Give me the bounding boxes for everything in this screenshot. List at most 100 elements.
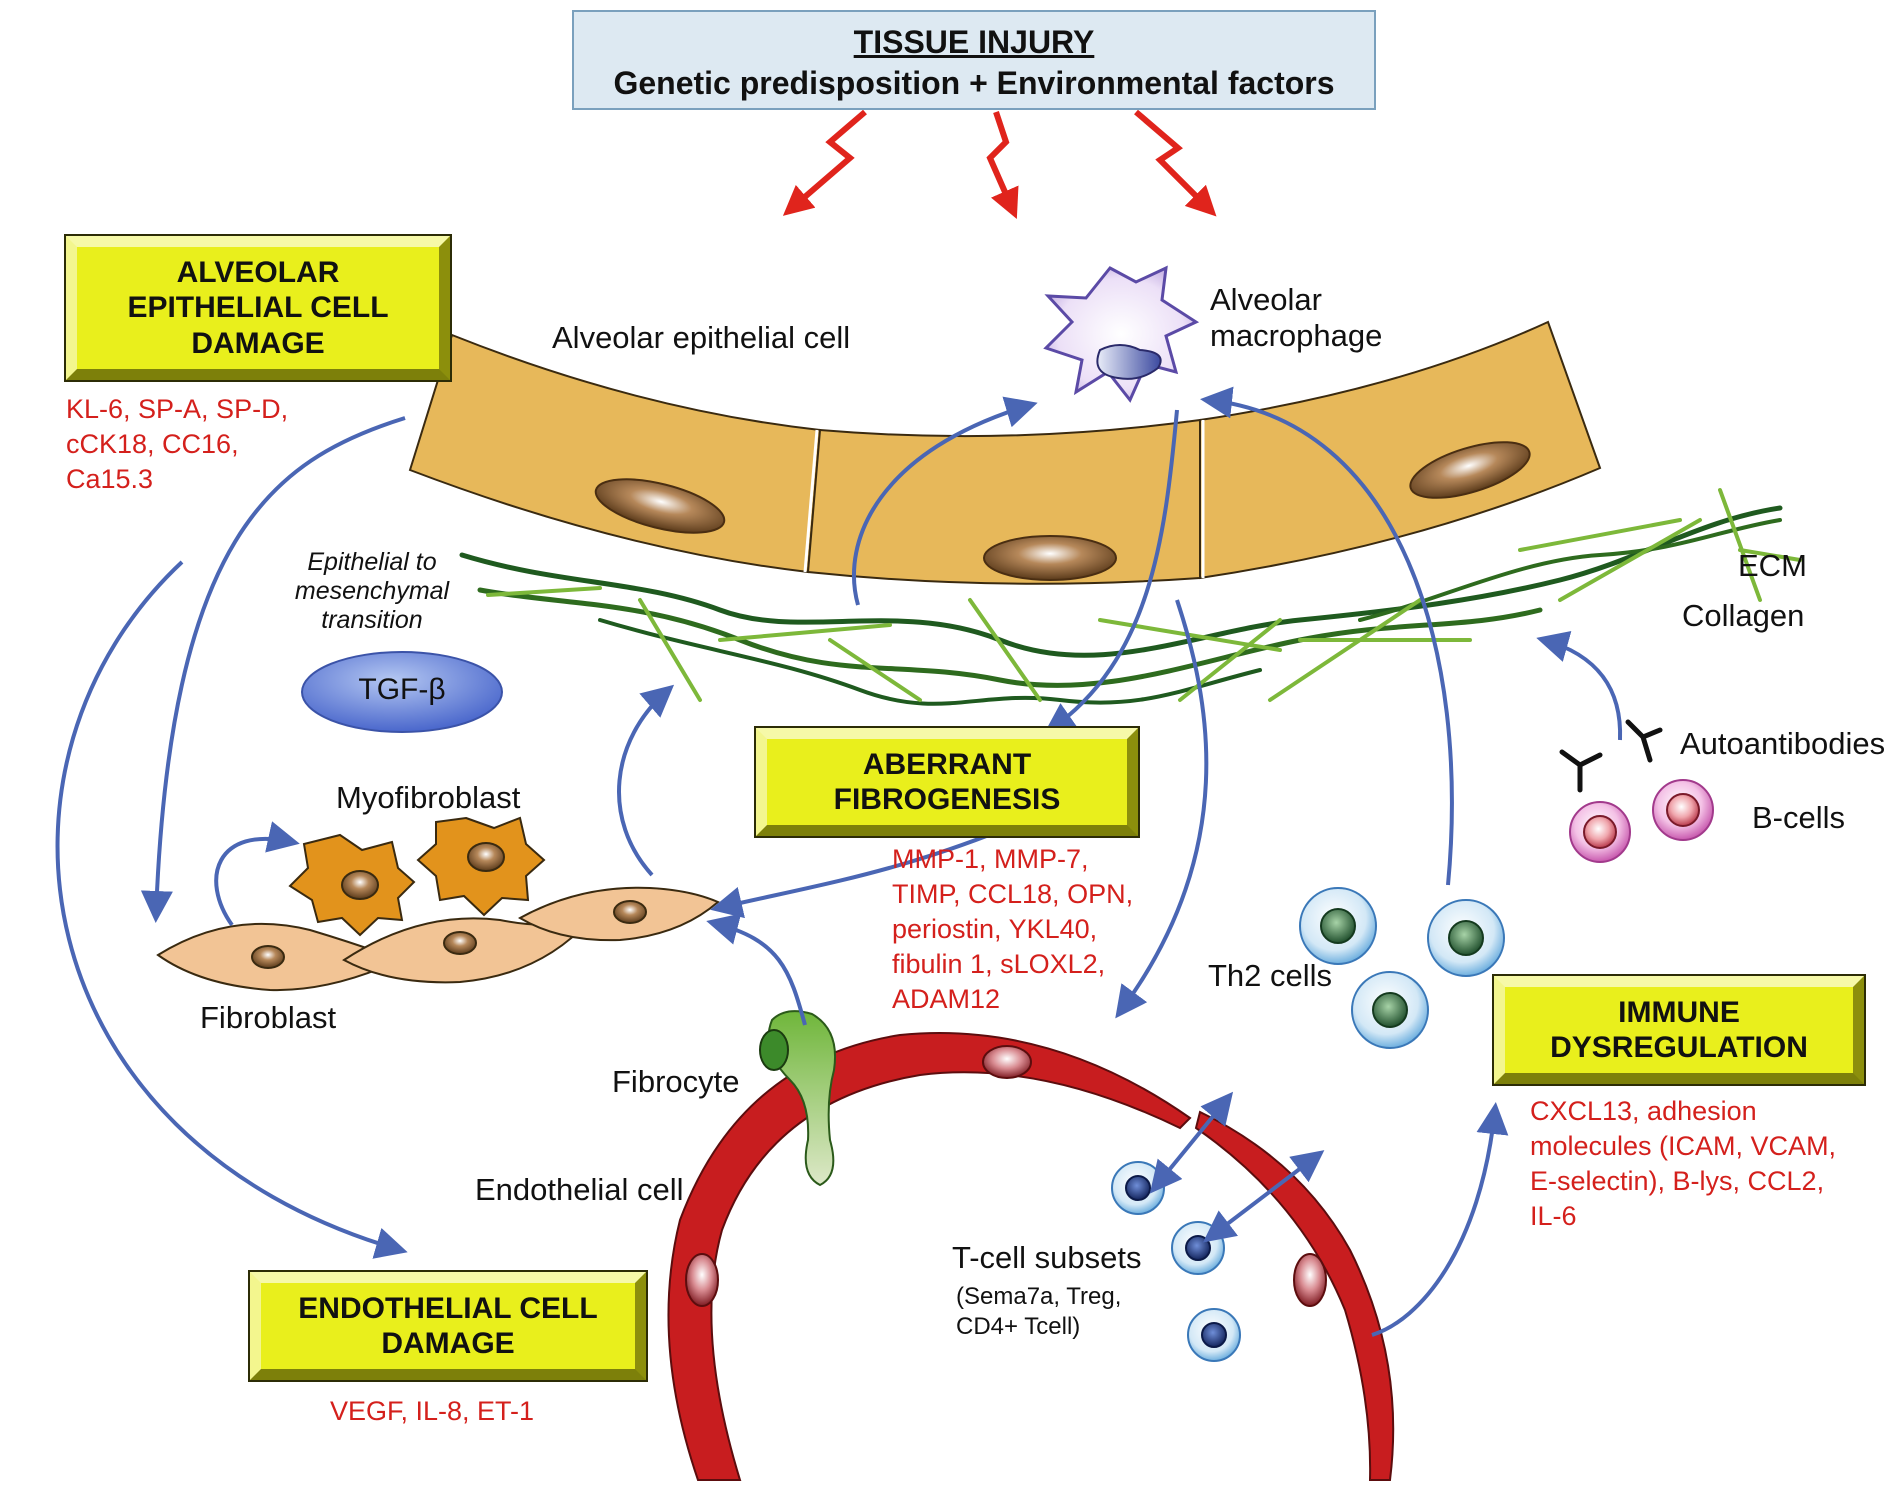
endothelial-nucleus (685, 1253, 719, 1307)
th2-cells (1299, 887, 1505, 1049)
arrow-fibroblast-to-ecm (617, 684, 675, 877)
tissue-injury-subtitle: Genetic predisposition + Environmental f… (613, 65, 1335, 101)
alveolar-epithelial-cell-label: Alveolar epithelial cell (552, 320, 851, 355)
th2-cell (1427, 899, 1505, 977)
label-line: Epithelial to (307, 548, 437, 576)
arrow-fibrocyte-to-fibroblast (706, 913, 807, 1026)
t-cell (1171, 1221, 1225, 1275)
autoantibody-icons (1559, 719, 1663, 793)
th2-cell (1351, 971, 1429, 1049)
marker-line: periostin, YKL40, (892, 914, 1098, 945)
emt-label: Epithelial to mesenchymal transition (272, 548, 472, 634)
alveolar-epithelium (408, 320, 1602, 585)
box-line: IMMUNE (1618, 995, 1740, 1029)
label-line: CD4+ Tcell) (956, 1313, 1081, 1340)
aberrant-markers: MMP-1, MMP-7, TIMP, CCL18, OPN, periosti… (892, 842, 1133, 1017)
epithelial-cell (1199, 320, 1602, 580)
alveolar-damage-box: ALVEOLAR EPITHELIAL CELL DAMAGE (66, 236, 450, 380)
double-arrow (1149, 1091, 1234, 1194)
epithelial-nucleus (1409, 441, 1531, 499)
marker-line: fibulin 1, sLOXL2, (892, 949, 1106, 980)
marker-line: MMP-1, MMP-7, (892, 844, 1089, 874)
marker-line: ADAM12 (892, 984, 1001, 1015)
arrow-macrophage-to-aberrant (1043, 409, 1179, 735)
ecm-label: ECM (1738, 548, 1807, 583)
arrow-fibroblast-to-macrophage (852, 396, 1038, 606)
fibrocyte-cell (759, 1010, 836, 1187)
box-line: FIBROGENESIS (833, 783, 1061, 816)
vessel-wall-right (1194, 1110, 1395, 1481)
marker-line: E-selectin), B-lys, CCL2, (1530, 1166, 1825, 1197)
injury-arrows (782, 109, 1217, 219)
marker-line: IL-6 (1530, 1201, 1577, 1232)
arrow-bcells-to-collagen (1536, 631, 1623, 741)
label-line: macrophage (1210, 317, 1383, 353)
epithelial-cell (408, 333, 822, 574)
t-cell-detail-label: (Sema7a, Treg, CD4+ Tcell) (956, 1282, 1121, 1342)
endothelial-nucleus (982, 1045, 1032, 1079)
endothelial-markers: VEGF, IL-8, ET-1 (330, 1394, 534, 1429)
alveolar-macrophage-label: Alveolar macrophage (1210, 282, 1382, 353)
box-line: DAMAGE (381, 1327, 515, 1360)
arrow-macrophage-to-vessel (1115, 599, 1209, 1019)
box-line: ABERRANT (862, 747, 1032, 781)
antibody-icon (1625, 719, 1663, 763)
marker-line: VEGF, IL-8, ET-1 (330, 1396, 535, 1426)
fibroblast-label: Fibroblast (200, 1000, 337, 1035)
endothelial-cell-label: Endothelial cell (475, 1172, 684, 1207)
collagen-label: Collagen (1682, 598, 1805, 633)
immune-markers: CXCL13, adhesion molecules (ICAM, VCAM, … (1530, 1094, 1836, 1234)
box-line: DAMAGE (191, 326, 325, 360)
box-line: ALVEOLAR (176, 255, 340, 289)
b-cell (1652, 779, 1714, 841)
marker-line: molecules (ICAM, VCAM, (1530, 1131, 1837, 1162)
label-line: transition (321, 605, 423, 634)
t-cell (1187, 1308, 1241, 1362)
arrow-vessel-to-immune (1371, 1102, 1509, 1337)
marker-line: TIMP, CCL18, OPN, (892, 879, 1134, 910)
arrow-th2-to-macrophage (1200, 386, 1454, 886)
injury-arrow-center (986, 111, 1019, 219)
th2-cell (1299, 887, 1377, 965)
b-cell (1569, 801, 1631, 863)
label-line: mesenchymal (294, 576, 450, 605)
autoantibodies-label: Autoantibodies (1680, 726, 1886, 761)
marker-line: CXCL13, adhesion (1530, 1096, 1757, 1126)
marker-line: KL-6, SP-A, SP-D, (66, 394, 289, 424)
marker-line: cCK18, CC16, (66, 429, 239, 460)
antibody-icon (1559, 749, 1603, 793)
tissue-injury-box: TISSUE INJURY Genetic predisposition + E… (572, 10, 1376, 110)
tissue-injury-title: TISSUE INJURY (853, 24, 1095, 60)
arrow-fibroblast-to-myofibroblast (214, 821, 300, 927)
ecm-collagen-fibres (459, 488, 1802, 706)
epithelial-nucleus (983, 535, 1117, 581)
t-cell (1111, 1161, 1165, 1215)
arrow-alveolar-to-fibroblast (140, 416, 406, 923)
aberrant-fibrogenesis-box: ABERRANT FIBROGENESIS (756, 728, 1138, 836)
box-line: EPITHELIAL CELL (127, 291, 389, 325)
tcell-exchange-arrows (1149, 1091, 1325, 1243)
tgf-beta-ellipse (301, 651, 503, 733)
immune-dysregulation-box: IMMUNE DYSREGULATION (1494, 976, 1864, 1084)
myofibroblast-label: Myofibroblast (336, 780, 521, 815)
tgf-beta-label: TGF-β (358, 673, 446, 706)
endothelial-damage-box: ENDOTHELIAL CELL DAMAGE (250, 1272, 646, 1380)
t-cell-subsets-label: T-cell subsets (952, 1240, 1142, 1275)
endothelial-nucleus (1293, 1253, 1327, 1307)
fibrocyte-label: Fibrocyte (612, 1064, 740, 1099)
b-cells-label: B-cells (1752, 800, 1846, 835)
process-arrows (55, 386, 1623, 1337)
marker-line: Ca15.3 (66, 464, 154, 495)
alveolar-macrophage (1043, 265, 1200, 403)
double-arrow (1202, 1150, 1325, 1243)
box-line: ENDOTHELIAL CELL (298, 1291, 598, 1325)
alveolar-markers: KL-6, SP-A, SP-D, cCK18, CC16, Ca15.3 (66, 392, 288, 497)
label-line: Alveolar (1210, 282, 1322, 317)
b-cells (1569, 779, 1714, 863)
label-line: (Sema7a, Treg, (956, 1283, 1122, 1310)
arrow-alveolar-to-endothelial (55, 560, 408, 1259)
epithelial-nucleus (594, 478, 726, 534)
injury-arrow-right (1134, 109, 1217, 217)
box-line: DYSREGULATION (1550, 1031, 1808, 1064)
